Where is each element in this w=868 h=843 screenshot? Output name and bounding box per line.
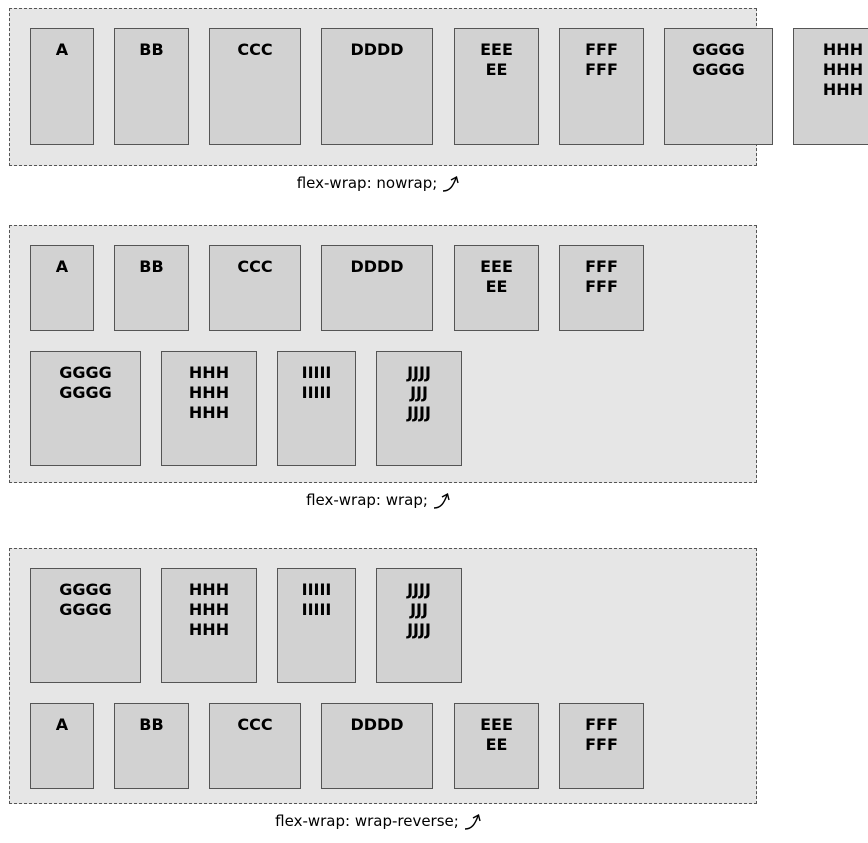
flex-item-text: EEE [480,715,513,734]
flex-item: BB [114,245,189,331]
flex-item: A [30,245,94,331]
flex-item: BB [114,28,189,145]
flex-item-text: EE [485,735,508,754]
flex-item-text: IIIII [301,383,332,402]
flex-item-text: JJJ [410,600,428,619]
flex-item-text: GGGG [59,580,112,599]
panel-caption-text: flex-wrap: wrap-reverse; [275,812,459,830]
flex-item-text: HHH [822,40,864,59]
flex-item-text: FFF [585,60,618,79]
flex-item-text: BB [139,715,164,734]
flex-item-text: GGGG [692,60,745,79]
flex-item-text: EEE [480,40,513,59]
flex-item: DDDD [321,703,433,789]
flex-item-text: DDDD [350,715,404,734]
curved-arrow-icon [433,492,450,509]
flex-item-text: BB [139,257,164,276]
flex-item-text: HHH [822,60,864,79]
flex-item-text: FFF [585,40,618,59]
panel-caption: flex-wrap: wrap-reverse; [0,811,760,832]
flex-item-text: JJJJ [407,403,431,422]
flex-item-text: HHH [188,580,230,599]
flex-item-text: IIIII [301,580,332,599]
flex-item-text: CCC [237,715,273,734]
flex-item-text: IIIII [301,600,332,619]
flex-item-text: GGGG [692,40,745,59]
flex-item-text: A [55,257,69,276]
panel-caption-text: flex-wrap: nowrap; [296,174,438,192]
curved-arrow-icon [464,813,481,830]
flex-item-text: DDDD [350,40,404,59]
flex-item: CCC [209,28,301,145]
flex-item-text: A [55,715,69,734]
flex-item-text: EE [485,60,508,79]
flex-item-text: HHH [188,383,230,402]
flex-item-text: BB [139,40,164,59]
flex-item-text: FFF [585,277,618,296]
flex-item: A [30,28,94,145]
flex-item-text: HHH [188,403,230,422]
flex-item-text: CCC [237,257,273,276]
flex-item-text: HHH [188,600,230,619]
flex-item-text: HHH [188,620,230,639]
flex-item: DDDD [321,28,433,145]
flex-item-text: FFF [585,715,618,734]
flex-item: DDDD [321,245,433,331]
flex-item: CCC [209,703,301,789]
flex-item-text: FFF [585,735,618,754]
flex-item-text: JJJJ [407,363,431,382]
flex-item-text: GGGG [59,383,112,402]
flex-item-text: JJJJ [407,620,431,639]
flex-item-text: JJJJ [407,580,431,599]
flex-item-text: GGGG [59,600,112,619]
panel-caption-text: flex-wrap: wrap; [306,491,428,509]
panel-caption: flex-wrap: nowrap; [0,173,760,194]
flex-item-text: FFF [585,257,618,276]
flex-item-text: JJJ [410,383,428,402]
flex-item-text: CCC [237,40,273,59]
flex-item-text: A [55,40,69,59]
flex-item: CCC [209,245,301,331]
flex-item-text: EEE [480,257,513,276]
flex-item: A [30,703,94,789]
flex-item-text: IIIII [301,363,332,382]
flex-item: BB [114,703,189,789]
flex-item-text: GGGG [59,363,112,382]
flex-item-text: HHH [188,363,230,382]
flex-item-text: EE [485,277,508,296]
panel-caption: flex-wrap: wrap; [0,490,760,511]
flex-item-text: DDDD [350,257,404,276]
curved-arrow-icon [443,175,459,192]
flex-item-text: HHH [822,80,864,99]
